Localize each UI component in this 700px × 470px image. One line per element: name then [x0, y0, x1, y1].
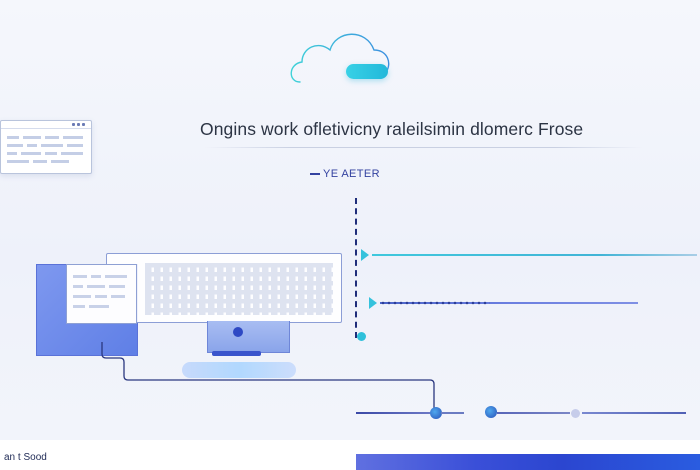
bottom-flow-line [497, 412, 570, 414]
arrow-right-icon [361, 249, 369, 261]
section-tag: YE AETER [310, 168, 380, 180]
cloud-sync-pill [346, 64, 388, 79]
flow-line-1 [372, 254, 697, 256]
flow-line-2 [380, 301, 638, 305]
divider [205, 147, 642, 148]
dash-icon [310, 173, 320, 176]
mini-window-content [7, 136, 83, 163]
sub-window [66, 264, 137, 324]
node-icon [357, 332, 366, 341]
section-tag-label: YE AETER [323, 168, 380, 180]
footer-label: an t Sood [4, 452, 47, 463]
window-controls-icon [72, 123, 85, 126]
node-icon [430, 407, 442, 419]
footer-accent-bar [356, 454, 700, 470]
bottom-flow-line [582, 412, 686, 414]
bottom-flow-line [356, 412, 430, 414]
page-title: Ongins work ofletivicny raleilsimin dlom… [200, 119, 584, 139]
arrow-right-icon [369, 297, 377, 309]
sub-window-content [73, 275, 127, 308]
vertical-connector [355, 198, 357, 338]
glow-base [182, 362, 296, 378]
bottom-flow-line [441, 412, 464, 414]
node-icon [485, 406, 497, 418]
mini-window-titlebar [1, 121, 91, 129]
keyboard-grid [145, 263, 333, 315]
node-icon [571, 409, 580, 418]
cable-line [101, 342, 435, 410]
monitor-base [212, 351, 261, 356]
power-dot-icon [233, 327, 243, 337]
monitor-icon [106, 253, 342, 323]
cloud-icon [286, 20, 396, 90]
mini-window [0, 120, 92, 174]
